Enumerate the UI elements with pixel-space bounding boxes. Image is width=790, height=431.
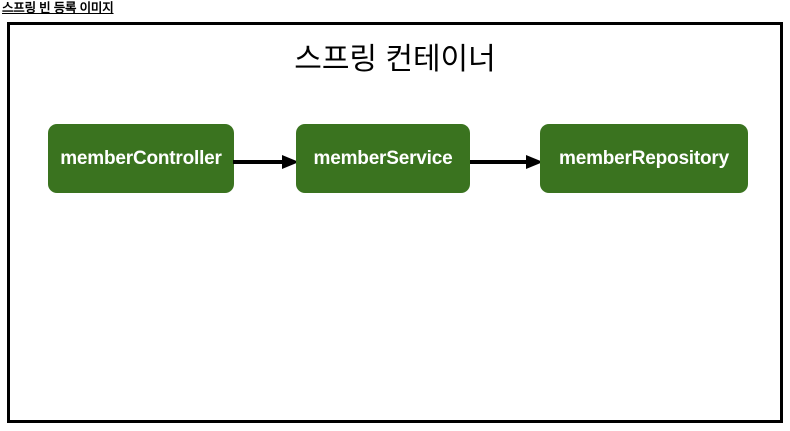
- page-caption: 스프링 빈 등록 이미지: [2, 1, 114, 15]
- arrow-controller-to-service: [233, 153, 299, 171]
- bean-node-member-repository: memberRepository: [540, 124, 748, 193]
- bean-node-member-controller: memberController: [48, 124, 234, 193]
- bean-label: memberController: [60, 147, 222, 169]
- arrow-service-to-repository: [470, 153, 543, 171]
- arrow-right-icon: [233, 155, 299, 169]
- arrow-right-icon: [470, 155, 543, 169]
- spring-container-frame: 스프링 컨테이너 memberController memberService …: [7, 22, 783, 423]
- bean-node-member-service: memberService: [296, 124, 470, 193]
- bean-label: memberRepository: [559, 147, 729, 169]
- bean-label: memberService: [313, 147, 453, 169]
- bean-row: memberController memberService memberRep…: [10, 25, 780, 420]
- spring-container-title: 스프링 컨테이너: [294, 43, 496, 76]
